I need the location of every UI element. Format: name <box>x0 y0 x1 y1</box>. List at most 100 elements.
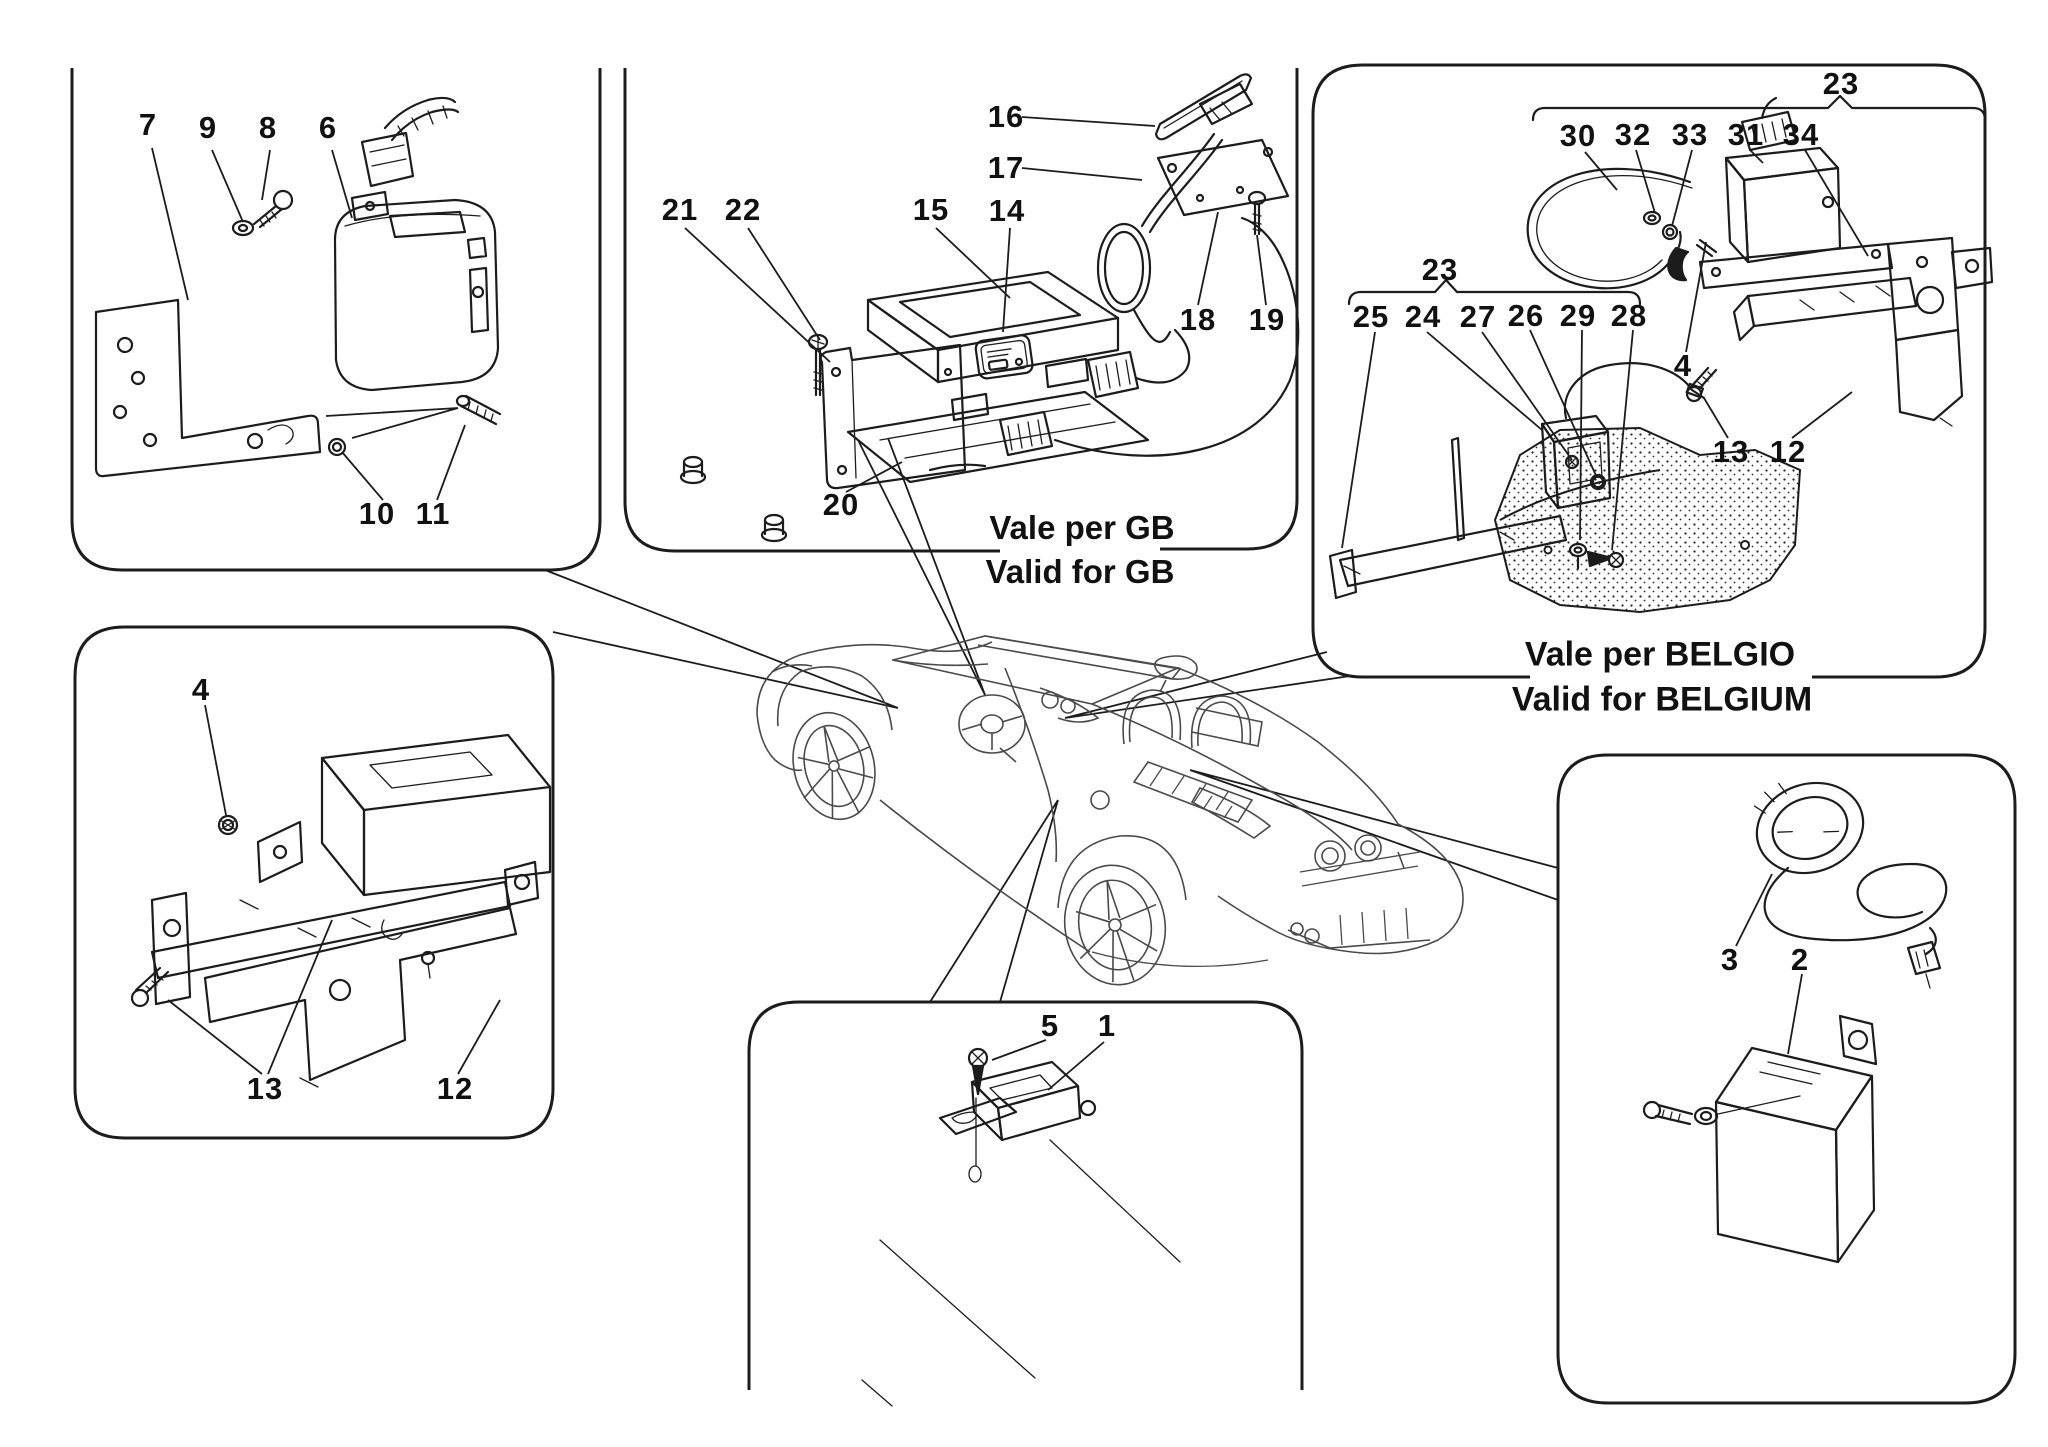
caption-belgium-english: Valid for BELGIUM <box>1505 680 1819 720</box>
callout-be-4: 4 <box>1673 348 1693 383</box>
siren-nut-10 <box>327 437 347 457</box>
siren-unit <box>333 190 500 392</box>
car-rear-arch <box>1057 835 1187 909</box>
left-ecu-nut-4 <box>217 814 239 836</box>
callout-p3-4: 4 <box>191 672 211 707</box>
panel-belgium-outline <box>1311 63 1987 679</box>
callout-p1-7: 7 <box>138 107 158 142</box>
callout-gb-16: 16 <box>987 99 1025 134</box>
car-side-mirror <box>1154 655 1198 693</box>
belgium-brace-top <box>1531 94 1987 122</box>
wedge-belgium-panel-to-car <box>1064 651 1351 719</box>
gb-plate-18 <box>1156 138 1290 217</box>
gb-screw-19 <box>1247 190 1267 236</box>
callout-gb-18: 18 <box>1179 302 1217 337</box>
siren-screw-8 <box>252 189 294 229</box>
sensor-unit-1 <box>938 1060 1097 1183</box>
panel-outlines <box>70 63 2017 1405</box>
callout-gb-20: 20 <box>822 487 860 522</box>
immobilizer-leaders <box>1735 873 1803 1055</box>
car-illustration <box>756 635 1464 986</box>
left-ecu-bolt-13 <box>130 966 170 1008</box>
callout-p5-1: 1 <box>1097 1008 1117 1043</box>
car-roll-hoops <box>1122 689 1263 749</box>
callout-be-30: 30 <box>1559 118 1597 153</box>
belgium-brace-low <box>1347 278 1642 306</box>
callout-p1-6: 6 <box>318 110 338 145</box>
callout-be-33: 33 <box>1671 117 1709 152</box>
callout-be-23-low: 23 <box>1421 252 1459 287</box>
immobilizer-ecu-2 <box>1642 1014 1878 1264</box>
callout-p1-11: 11 <box>415 496 451 531</box>
caption-gb-english: Valid for GB <box>979 553 1181 591</box>
belgium-bracket-34 <box>1698 236 1994 427</box>
siren-leaders <box>151 147 466 501</box>
siren-bracket <box>94 298 322 478</box>
siren-group <box>94 96 502 501</box>
car-front-wheel <box>792 711 876 821</box>
belgium-group <box>1328 94 1994 614</box>
car-front-arch <box>776 666 893 731</box>
callout-gb-21: 21 <box>661 192 699 227</box>
callout-be-26: 26 <box>1507 298 1545 333</box>
callout-be-24: 24 <box>1404 299 1442 334</box>
wedge-siren-panel-to-car <box>544 569 899 709</box>
caption-gb-italian: Vale per GB <box>983 509 1181 547</box>
gb-alarm-ecu-15 <box>866 270 1120 422</box>
callout-be-25: 25 <box>1352 299 1390 334</box>
car-rear-wheel <box>1063 864 1167 986</box>
callout-gb-14: 14 <box>988 193 1026 228</box>
callout-gb-15: 15 <box>912 192 950 227</box>
left-ecu-bracket-12 <box>150 880 518 1088</box>
car-engine-vent <box>1132 761 1254 823</box>
bottom-sensor-group <box>861 1039 1181 1407</box>
belgium-pin-29-screw-28 <box>1568 542 1625 570</box>
car-steering-wheel <box>958 694 1026 763</box>
panel-immobilizer-outline <box>1556 753 2017 1405</box>
gb-tray-20 <box>846 390 1150 484</box>
belgium-fasteners-32-33 <box>1642 210 1718 282</box>
car-windshield-header <box>977 635 1182 680</box>
floor-lines <box>861 1139 1181 1407</box>
callout-be-31: 31 <box>1727 117 1765 152</box>
callout-be-32: 32 <box>1614 117 1652 152</box>
callout-be-23-top: 23 <box>1822 66 1860 101</box>
callout-p6-2: 2 <box>1790 942 1810 977</box>
callout-be-29: 29 <box>1559 298 1597 333</box>
callout-gb-17: 17 <box>987 150 1025 185</box>
gb-antenna-16 <box>1154 73 1254 141</box>
callout-p3-13: 13 <box>246 1071 284 1106</box>
bottom-sensor-leaders <box>991 1039 1105 1091</box>
gb-antenna-cable-17 <box>1096 132 1224 343</box>
panel-gb-outline <box>623 68 1299 553</box>
car-door-shutline <box>1004 667 1058 863</box>
callout-be-28: 28 <box>1610 298 1648 333</box>
caption-belgium-italian: Vale per BELGIO <box>1518 635 1802 675</box>
callout-p6-3: 3 <box>1720 942 1740 977</box>
gb-group <box>679 73 1300 543</box>
wedge-sensor-panel-to-car <box>929 799 1059 1003</box>
car-deck-seam <box>1091 703 1353 851</box>
callout-p1-8: 8 <box>258 110 278 145</box>
gb-grommets <box>679 455 788 543</box>
callout-be-27: 27 <box>1459 299 1497 334</box>
car-headlight <box>771 664 813 673</box>
callout-gb-19: 19 <box>1248 302 1286 337</box>
belgium-relay-unit <box>1724 146 1842 264</box>
left-ecu-box <box>256 733 552 907</box>
callout-p1-9: 9 <box>198 110 218 145</box>
left-ecu-leaders <box>167 704 501 1075</box>
callout-be-34: 34 <box>1782 117 1820 152</box>
callout-p3-12: 12 <box>436 1071 474 1106</box>
callout-gb-22: 22 <box>724 192 762 227</box>
belgium-connector-31 <box>1740 96 1798 152</box>
callout-p1-10: 10 <box>358 496 396 531</box>
car-dashboard <box>1039 687 1100 723</box>
panel-sensor-bottom-outline <box>747 1000 1304 1390</box>
immobilizer-group <box>1642 781 1948 1264</box>
callout-be-12: 12 <box>1769 434 1807 469</box>
car-tail <box>1217 823 1464 955</box>
panel-siren-outline <box>70 68 602 572</box>
callout-be-13: 13 <box>1712 434 1750 469</box>
